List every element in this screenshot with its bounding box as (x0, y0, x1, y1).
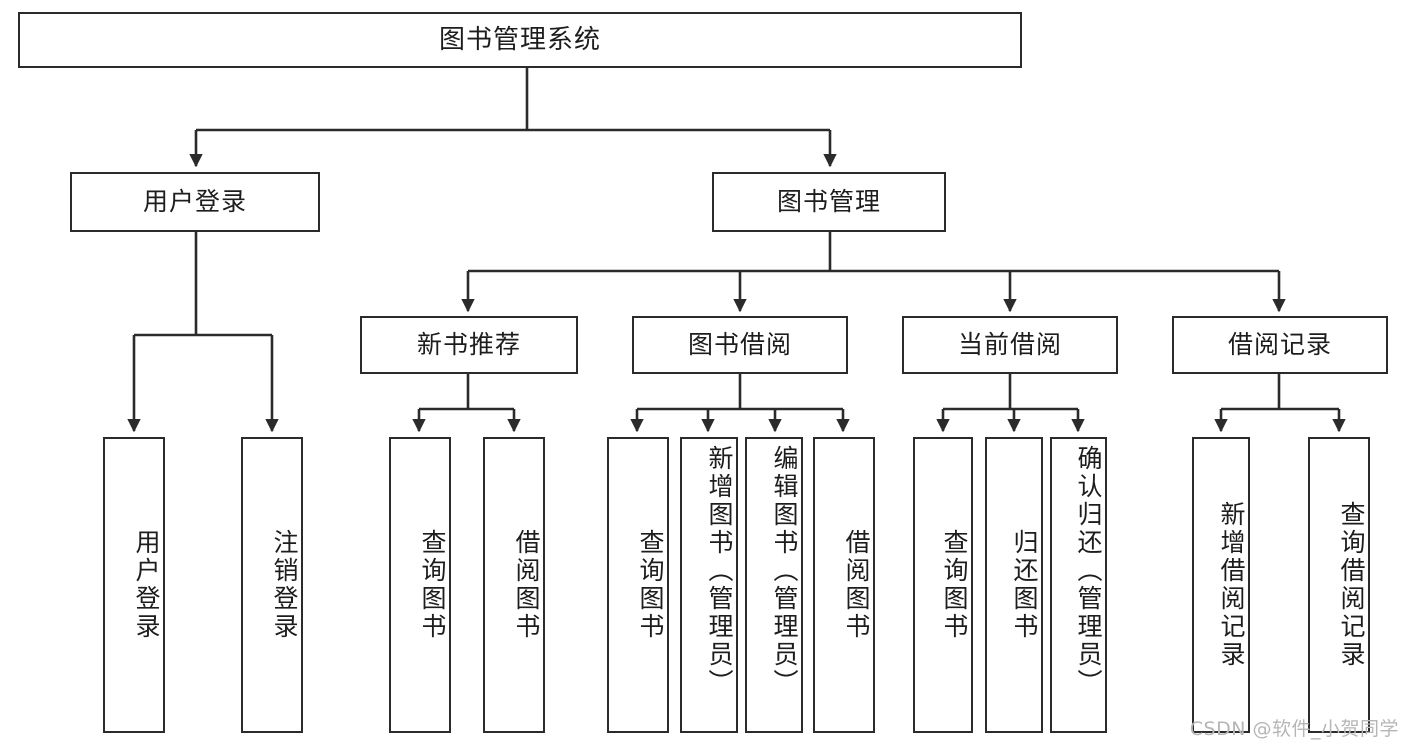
node-label: 当前借阅 (957, 330, 1062, 360)
node-label: 图书管理系统 (438, 24, 601, 55)
node-label: 借阅图书 (512, 529, 541, 641)
leaf-query-book-current[interactable]: 查询图书 (913, 437, 973, 733)
node-label: 用户登录 (132, 529, 161, 641)
leaf-query-book-recommend[interactable]: 查询图书 (389, 437, 451, 733)
node-label: 查询借阅记录 (1337, 501, 1366, 669)
leaf-borrow-book[interactable]: 借阅图书 (813, 437, 875, 733)
leaf-return-book[interactable]: 归还图书 (985, 437, 1043, 733)
node-root-book-management-system[interactable]: 图书管理系统 (18, 12, 1022, 68)
node-book-management[interactable]: 图书管理 (712, 172, 946, 232)
node-book-borrow[interactable]: 图书借阅 (632, 316, 848, 374)
leaf-edit-book-admin[interactable]: 编辑图书（管理员） (745, 437, 803, 733)
node-label: 新增借阅记录 (1217, 501, 1246, 669)
node-label: 注销登录 (270, 529, 299, 641)
node-label: 用户登录 (142, 187, 247, 217)
node-current-borrow[interactable]: 当前借阅 (902, 316, 1118, 374)
node-label: 新书推荐 (416, 330, 521, 360)
node-label: 编辑图书（管理员） (770, 445, 799, 697)
node-label: 图书管理 (776, 187, 881, 217)
node-label: 借阅记录 (1227, 330, 1332, 360)
node-label: 确认归还（管理员） (1074, 445, 1103, 697)
node-label: 归还图书 (1010, 529, 1039, 641)
node-label: 查询图书 (636, 529, 665, 641)
leaf-user-login[interactable]: 用户登录 (103, 437, 165, 733)
node-label: 图书借阅 (687, 330, 792, 360)
node-label: 查询图书 (418, 529, 447, 641)
node-label: 查询图书 (940, 529, 969, 641)
leaf-borrow-book-recommend[interactable]: 借阅图书 (483, 437, 545, 733)
leaf-logout[interactable]: 注销登录 (241, 437, 303, 733)
leaf-query-borrow-record[interactable]: 查询借阅记录 (1308, 437, 1370, 733)
watermark-text: CSDN @软件_小贺同学 (1189, 718, 1399, 740)
node-label: 新增图书（管理员） (705, 445, 734, 697)
leaf-confirm-return-admin[interactable]: 确认归还（管理员） (1050, 437, 1107, 733)
leaf-query-book-borrow[interactable]: 查询图书 (607, 437, 669, 733)
leaf-add-borrow-record[interactable]: 新增借阅记录 (1192, 437, 1250, 733)
node-new-book-recommend[interactable]: 新书推荐 (360, 316, 578, 374)
node-user-login[interactable]: 用户登录 (70, 172, 320, 232)
node-borrow-records[interactable]: 借阅记录 (1172, 316, 1388, 374)
leaf-add-book-admin[interactable]: 新增图书（管理员） (680, 437, 738, 733)
node-label: 借阅图书 (842, 529, 871, 641)
